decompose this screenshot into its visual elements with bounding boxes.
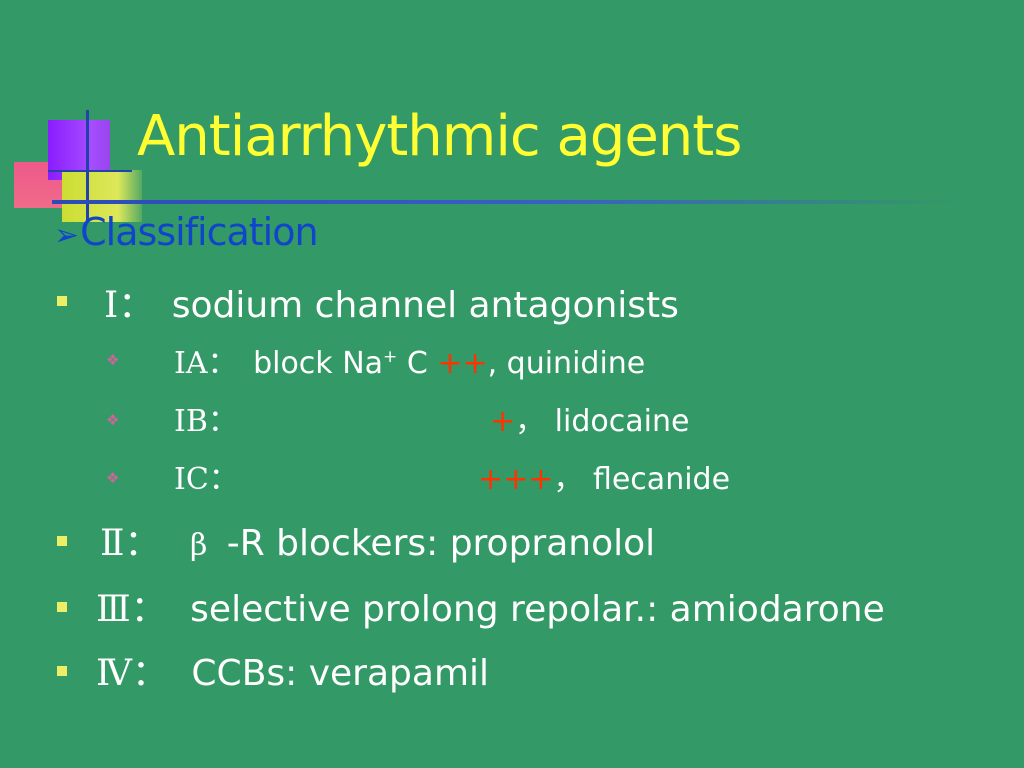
superscript-plus: + <box>383 347 398 367</box>
decor-vertical-line <box>86 110 89 222</box>
fleur-bullet-icon: ❖ <box>106 469 120 487</box>
sub-list-item-detail: +， lidocaine <box>490 396 689 440</box>
bullet-square-icon <box>57 666 67 676</box>
subitem-text-post: ， lidocaine <box>515 404 690 439</box>
slide-title: Antiarrhythmic agents <box>137 104 742 169</box>
item-text: selective prolong repolar.: amiodarone <box>190 589 885 630</box>
class-label: Ⅱ： <box>100 523 161 564</box>
bullet-square-icon <box>57 296 67 306</box>
subitem-text-post: , quinidine <box>487 346 646 381</box>
list-item: Ⅰ： sodium channel antagonists <box>104 276 679 328</box>
decor-yellow-square <box>62 170 142 222</box>
class-label: Ⅰ： <box>104 285 155 326</box>
sub-list-item: ⅠA： block Na+ C ++, quinidine <box>174 338 645 382</box>
effect-mark: + <box>490 404 516 439</box>
item-text: sodium channel antagonists <box>171 285 679 326</box>
item-text: -R blockers: propranolol <box>226 523 656 564</box>
effect-mark: ++ <box>437 346 488 381</box>
greek-beta: β <box>189 528 208 563</box>
list-item: Ⅱ： β -R blockers: propranolol <box>100 514 655 566</box>
subheading-text: Classification <box>80 210 318 254</box>
list-item: Ⅲ： selective prolong repolar.: amiodaron… <box>96 580 885 632</box>
bullet-square-icon <box>57 536 67 546</box>
list-item: Ⅳ： CCBs: verapamil <box>96 644 489 696</box>
sub-list-item: ⅠC： <box>174 454 239 498</box>
subheading: ➢Classification <box>54 210 319 254</box>
fleur-bullet-icon: ❖ <box>106 411 120 429</box>
bullet-square-icon <box>57 602 67 612</box>
item-text: CCBs: verapamil <box>191 653 490 694</box>
sub-list-item: ⅠB： <box>174 396 238 440</box>
subclass-label: ⅠB： <box>174 404 238 439</box>
class-label: Ⅲ： <box>96 589 167 630</box>
decor-horizontal-line <box>48 170 132 172</box>
fleur-bullet-icon: ❖ <box>106 351 120 369</box>
sub-list-item-detail: +++， flecanide <box>478 454 730 498</box>
title-underline <box>52 200 957 204</box>
subitem-text-pre: block Na <box>253 346 384 381</box>
subitem-text-post: ， flecanide <box>553 462 731 497</box>
arrow-bullet-icon: ➢ <box>54 218 79 253</box>
subitem-text-mid: C <box>397 346 438 381</box>
effect-mark: +++ <box>478 462 554 497</box>
subclass-label: ⅠA： <box>174 346 238 381</box>
subclass-label: ⅠC： <box>174 462 239 497</box>
class-label: Ⅳ： <box>96 653 168 694</box>
